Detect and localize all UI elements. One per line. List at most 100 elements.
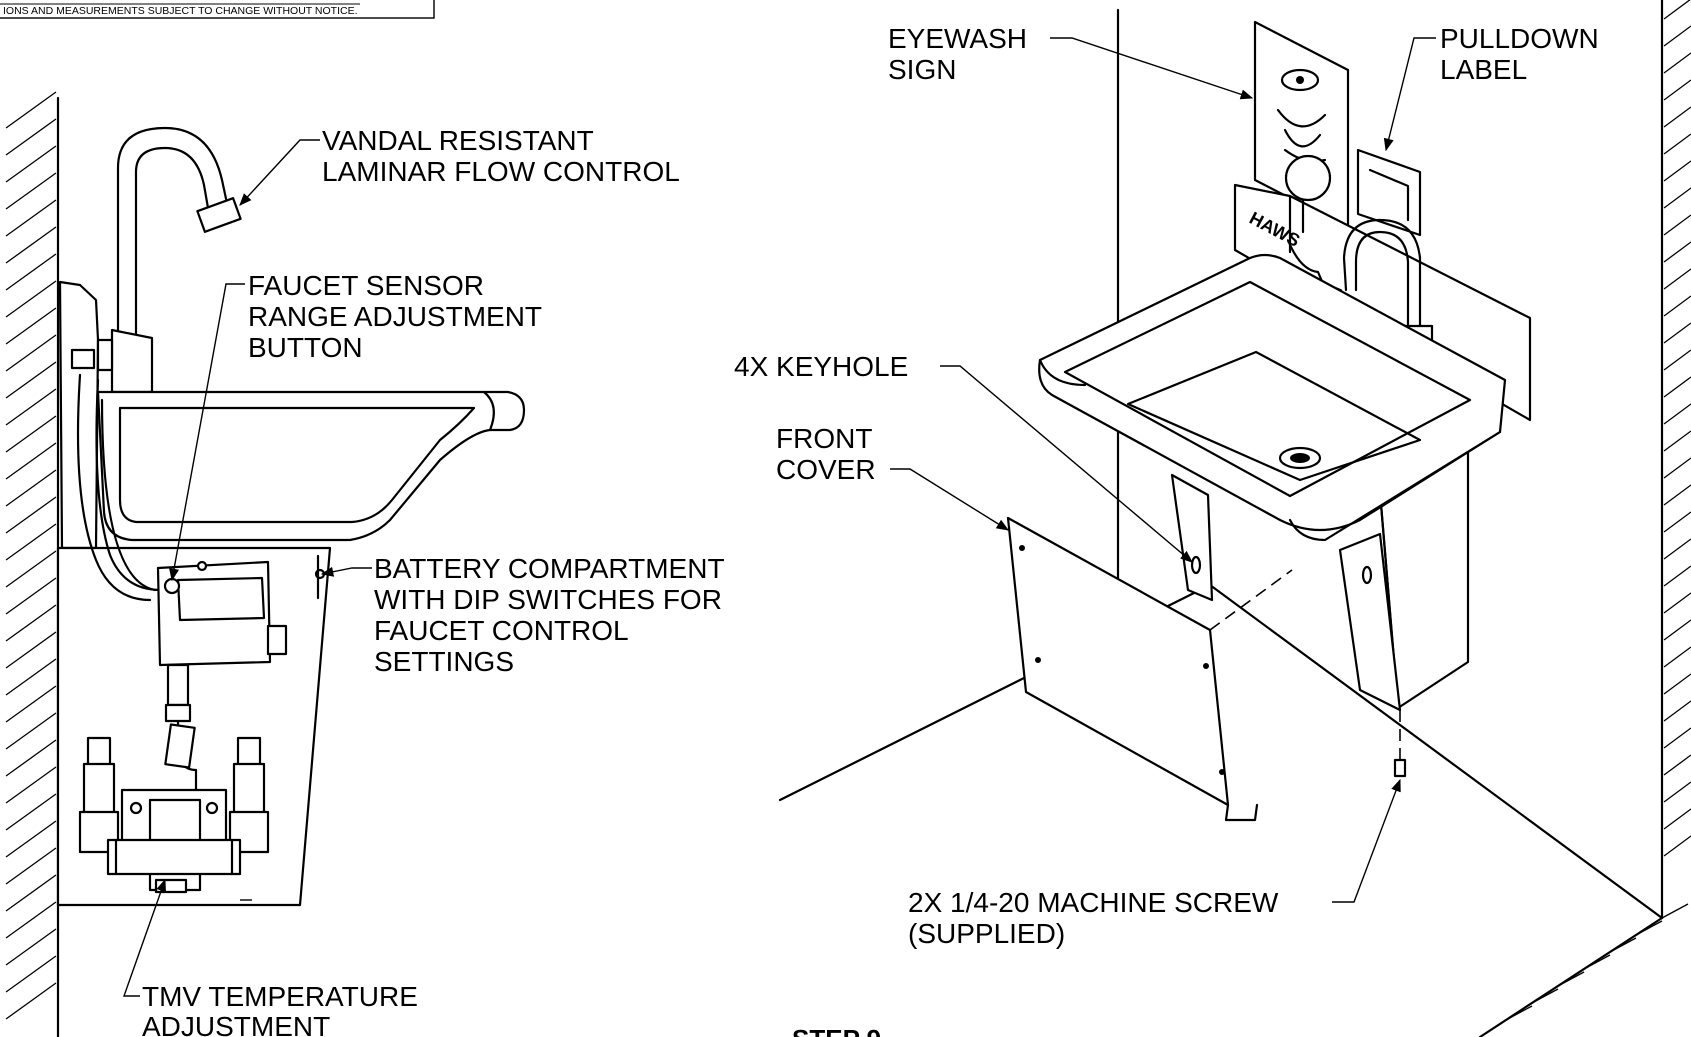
hatch-line [5, 739, 57, 777]
label-pulldown: PULLDOWN [1440, 23, 1599, 54]
hatch-line [5, 496, 57, 534]
pulldown-label [1356, 148, 1422, 237]
hatch-line [1663, 214, 1691, 236]
hatch-line [5, 91, 57, 129]
hatch-line [5, 712, 57, 750]
hatch-line [5, 226, 57, 264]
label-machine-screw: 2X 1/4-20 MACHINE SCREW [908, 887, 1279, 918]
hatch-line [1663, 781, 1691, 803]
label-adjustment: ADJUSTMENT [142, 1011, 330, 1037]
label-label: LABEL [1440, 54, 1527, 85]
hatch-line [1663, 808, 1691, 830]
label-laminar-flow-control: LAMINAR FLOW CONTROL [322, 156, 680, 187]
callout-cover: FRONT COVER [776, 423, 1010, 531]
hatch-line [5, 550, 57, 588]
hatch-line [1635, 920, 1663, 936]
floor-hatch [1505, 903, 1689, 1021]
label-button: BUTTON [248, 332, 363, 363]
hatch-line [1531, 988, 1559, 1004]
hatch-line [1557, 971, 1585, 987]
hatch-line [1663, 79, 1691, 101]
hatch-line [1609, 937, 1637, 953]
hatch-line [5, 685, 57, 723]
hatch-line [1663, 754, 1691, 776]
hatch-line [5, 415, 57, 453]
hatch-line [5, 361, 57, 399]
hatch-line [5, 523, 57, 561]
label-front: FRONT [776, 423, 872, 454]
hatch-line [5, 658, 57, 696]
label-range-adjustment: RANGE ADJUSTMENT [248, 301, 542, 332]
hatch-line [5, 901, 57, 939]
callout-battery: BATTERY COMPARTMENT WITH DIP SWITCHES FO… [320, 553, 725, 677]
right-wall-hatch [1663, 0, 1691, 857]
hatch-line [1663, 349, 1691, 371]
label-tmv-temperature: TMV TEMPERATURE [142, 981, 418, 1012]
hatch-line [1505, 1005, 1533, 1021]
callout-vandal: VANDAL RESISTANT LAMINAR FLOW CONTROL [239, 125, 680, 206]
hatch-line [5, 793, 57, 831]
tmv-assembly [78, 736, 270, 894]
hatch-line [1663, 673, 1691, 695]
label-battery-compartment: BATTERY COMPARTMENT [374, 553, 725, 584]
hatch-line [5, 982, 57, 1020]
hatch-line [5, 172, 57, 210]
hatch-line [1663, 538, 1691, 560]
hatch-line [1663, 700, 1691, 722]
hatch-line [1663, 511, 1691, 533]
hatch-line [1663, 646, 1691, 668]
label-sign: SIGN [888, 54, 956, 85]
hatch-line [5, 577, 57, 615]
label-cover: COVER [776, 454, 876, 485]
label-faucet-control: FAUCET CONTROL [374, 615, 629, 646]
hatch-line [5, 280, 57, 318]
side-section-view: VANDAL RESISTANT LAMINAR FLOW CONTROL FA… [5, 91, 725, 1037]
hatch-line [5, 604, 57, 642]
hatch-line [1663, 403, 1691, 425]
hatch-line [5, 874, 57, 912]
hatch-line [1663, 619, 1691, 641]
label-dip-switches: WITH DIP SWITCHES FOR [374, 584, 722, 615]
hatch-line [5, 307, 57, 345]
hatch-line [1663, 268, 1691, 290]
hatch-line [1663, 835, 1691, 857]
notice-text: IONS AND MEASUREMENTS SUBJECT TO CHANGE … [3, 5, 358, 17]
hatch-line [5, 631, 57, 669]
basin [1038, 253, 1507, 542]
label-settings: SETTINGS [374, 646, 514, 677]
hatch-line [1663, 52, 1691, 74]
hatch-line [5, 253, 57, 291]
callout-screw: 2X 1/4-20 MACHINE SCREW (SUPPLIED) [908, 778, 1401, 949]
step-label: STEP 9 [792, 1024, 881, 1037]
hatch-line [1663, 457, 1691, 479]
label-faucet-sensor: FAUCET SENSOR [248, 270, 484, 301]
hatch-line [5, 847, 57, 885]
hatch-line [1663, 106, 1691, 128]
label-supplied: (SUPPLIED) [908, 918, 1065, 949]
callout-keyhole: 4X KEYHOLE [734, 351, 1193, 563]
hatch-line [5, 766, 57, 804]
callout-eyewash: EYEWASH SIGN [888, 23, 1254, 100]
hatch-line [5, 334, 57, 372]
hatch-line [1663, 295, 1691, 317]
hatch-line [5, 928, 57, 966]
left-wall-hatch [5, 91, 57, 1020]
hatch-line [1663, 133, 1691, 155]
label-vandal-resistant: VANDAL RESISTANT [322, 125, 594, 156]
hatch-line [1663, 241, 1691, 263]
hatch-line [1663, 592, 1691, 614]
hatch-line [5, 820, 57, 858]
front-cover [1006, 516, 1259, 822]
callout-tmv: TMV TEMPERATURE ADJUSTMENT [123, 878, 418, 1037]
isometric-view: HAWS [734, 0, 1691, 1037]
hatch-line [5, 199, 57, 237]
callout-sensor: FAUCET SENSOR RANGE ADJUSTMENT BUTTON [169, 270, 542, 582]
hatch-line [5, 145, 57, 183]
hatch-line [1663, 187, 1691, 209]
hatch-line [1663, 565, 1691, 587]
hatch-line [1663, 727, 1691, 749]
hatch-line [5, 118, 57, 156]
hatch-line [1663, 430, 1691, 452]
hatch-line [1663, 25, 1691, 47]
